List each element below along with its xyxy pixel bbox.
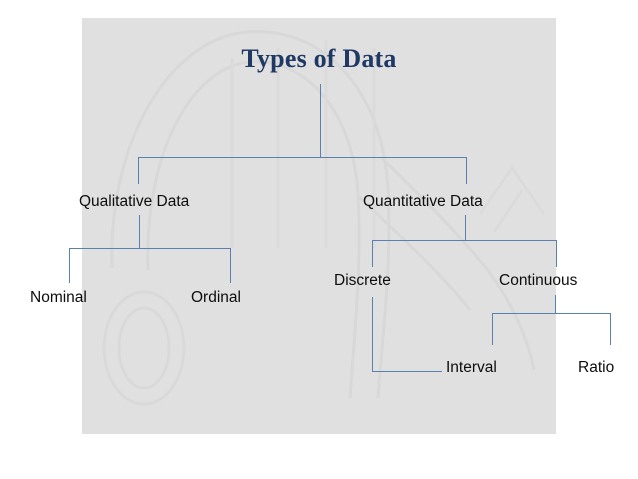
connector-discrete-drop	[372, 297, 373, 371]
connector-continuous-stem	[555, 295, 556, 313]
connector-qualitative-bus	[69, 248, 230, 249]
connector-continuous-bus	[492, 313, 610, 314]
connector-to-ordinal	[230, 248, 231, 283]
connector-discrete-to-interval	[372, 371, 442, 372]
connector-to-qualitative	[138, 157, 139, 184]
node-interval: Interval	[446, 359, 497, 376]
connector-quantitative-bus	[372, 240, 556, 241]
connector-root-stem	[320, 84, 321, 158]
connector-quantitative-stem	[465, 215, 466, 240]
connector-to-interval	[492, 313, 493, 345]
connector-to-discrete	[372, 240, 373, 267]
connector-to-nominal	[69, 248, 70, 283]
connector-to-continuous	[556, 240, 557, 267]
node-continuous: Continuous	[499, 272, 578, 289]
connector-to-quantitative	[466, 157, 467, 184]
connector-level1-bus	[138, 157, 466, 158]
page-title: Types of Data	[241, 44, 397, 73]
node-ratio: Ratio	[578, 359, 615, 376]
node-ordinal: Ordinal	[191, 289, 241, 306]
node-quantitative-data: Quantitative Data	[363, 193, 483, 210]
connector-qualitative-stem	[139, 215, 140, 248]
node-discrete: Discrete	[334, 272, 391, 289]
node-nominal: Nominal	[30, 289, 87, 306]
connector-to-ratio	[610, 313, 611, 345]
node-qualitative-data: Qualitative Data	[79, 193, 190, 210]
